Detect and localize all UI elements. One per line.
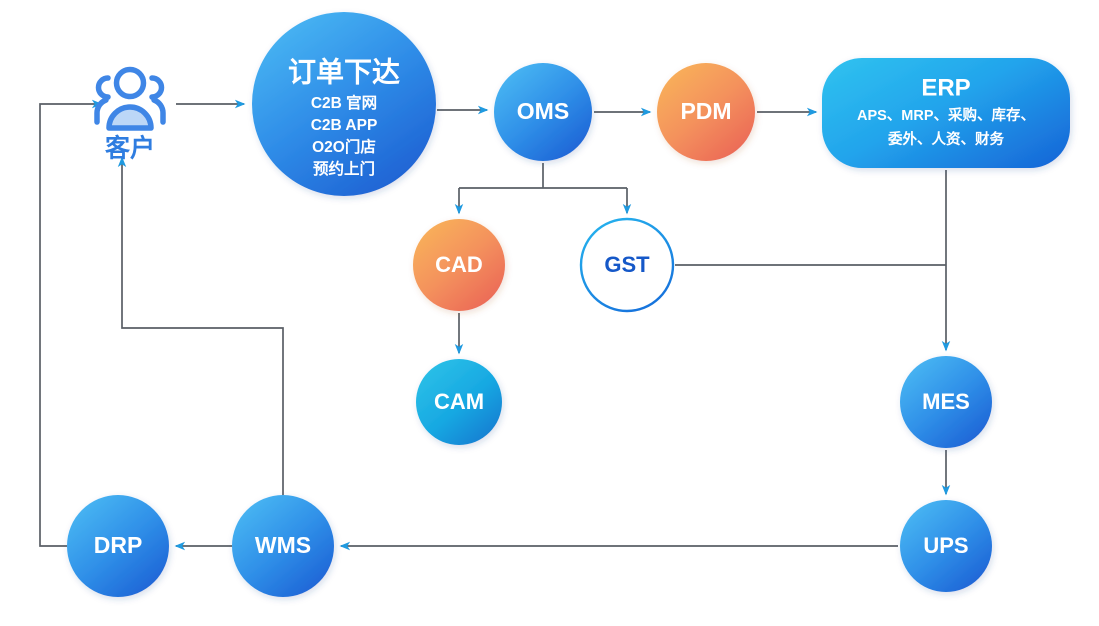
node-order[interactable]: 订单下达 C2B 官网 C2B APP O2O门店 预约上门 [252,12,436,196]
drp-circle[interactable] [67,495,169,597]
oms-label: OMS [517,98,569,124]
node-erp[interactable]: ERP APS、MRP、采购、库存、 委外、人资、财务 [822,58,1070,168]
pdm-label: PDM [680,98,731,124]
wms-circle[interactable] [232,495,334,597]
order-line-3: O2O门店 [312,137,376,156]
cad-circle[interactable] [413,219,505,311]
edge-wms-to-customer [117,156,284,495]
edge-drp-to-customer [39,99,103,547]
gst-label: GST [604,252,650,277]
users-group-icon [94,66,166,131]
pdm-circle[interactable] [657,63,755,161]
customer-label: 客户 [105,134,155,163]
connector-layer [39,99,951,551]
node-drp[interactable]: DRP [67,495,169,597]
erp-title: ERP [921,74,970,101]
node-cad[interactable]: CAD [413,219,505,311]
node-mes[interactable]: MES [900,356,992,448]
node-cam[interactable]: CAM [416,359,502,445]
node-gst[interactable]: GST [579,217,675,313]
node-ups[interactable]: UPS [900,500,992,592]
order-line-1: C2B 官网 [311,93,377,112]
drp-label: DRP [94,532,143,558]
order-title: 订单下达 [288,56,400,87]
erp-box[interactable] [822,58,1070,168]
order-circle[interactable] [252,12,436,196]
node-oms[interactable]: OMS [494,63,592,161]
ups-circle[interactable] [900,500,992,592]
cam-circle[interactable] [416,359,502,445]
node-wms[interactable]: WMS [232,495,334,597]
node-pdm[interactable]: PDM [657,63,755,161]
erp-line-1: APS、MRP、采购、库存、 [857,106,1035,124]
oms-circle[interactable] [494,63,592,161]
mes-circle[interactable] [900,356,992,448]
mes-label: MES [922,389,970,414]
cam-label: CAM [434,389,484,414]
cad-label: CAD [435,252,483,277]
gst-circle[interactable] [579,217,675,313]
wms-label: WMS [255,532,311,558]
node-customer[interactable]: 客户 [94,66,166,163]
erp-line-2: 委外、人资、财务 [888,130,1004,148]
order-line-2: C2B APP [311,117,378,134]
ups-label: UPS [923,533,968,558]
order-line-4: 预约上门 [313,159,375,178]
